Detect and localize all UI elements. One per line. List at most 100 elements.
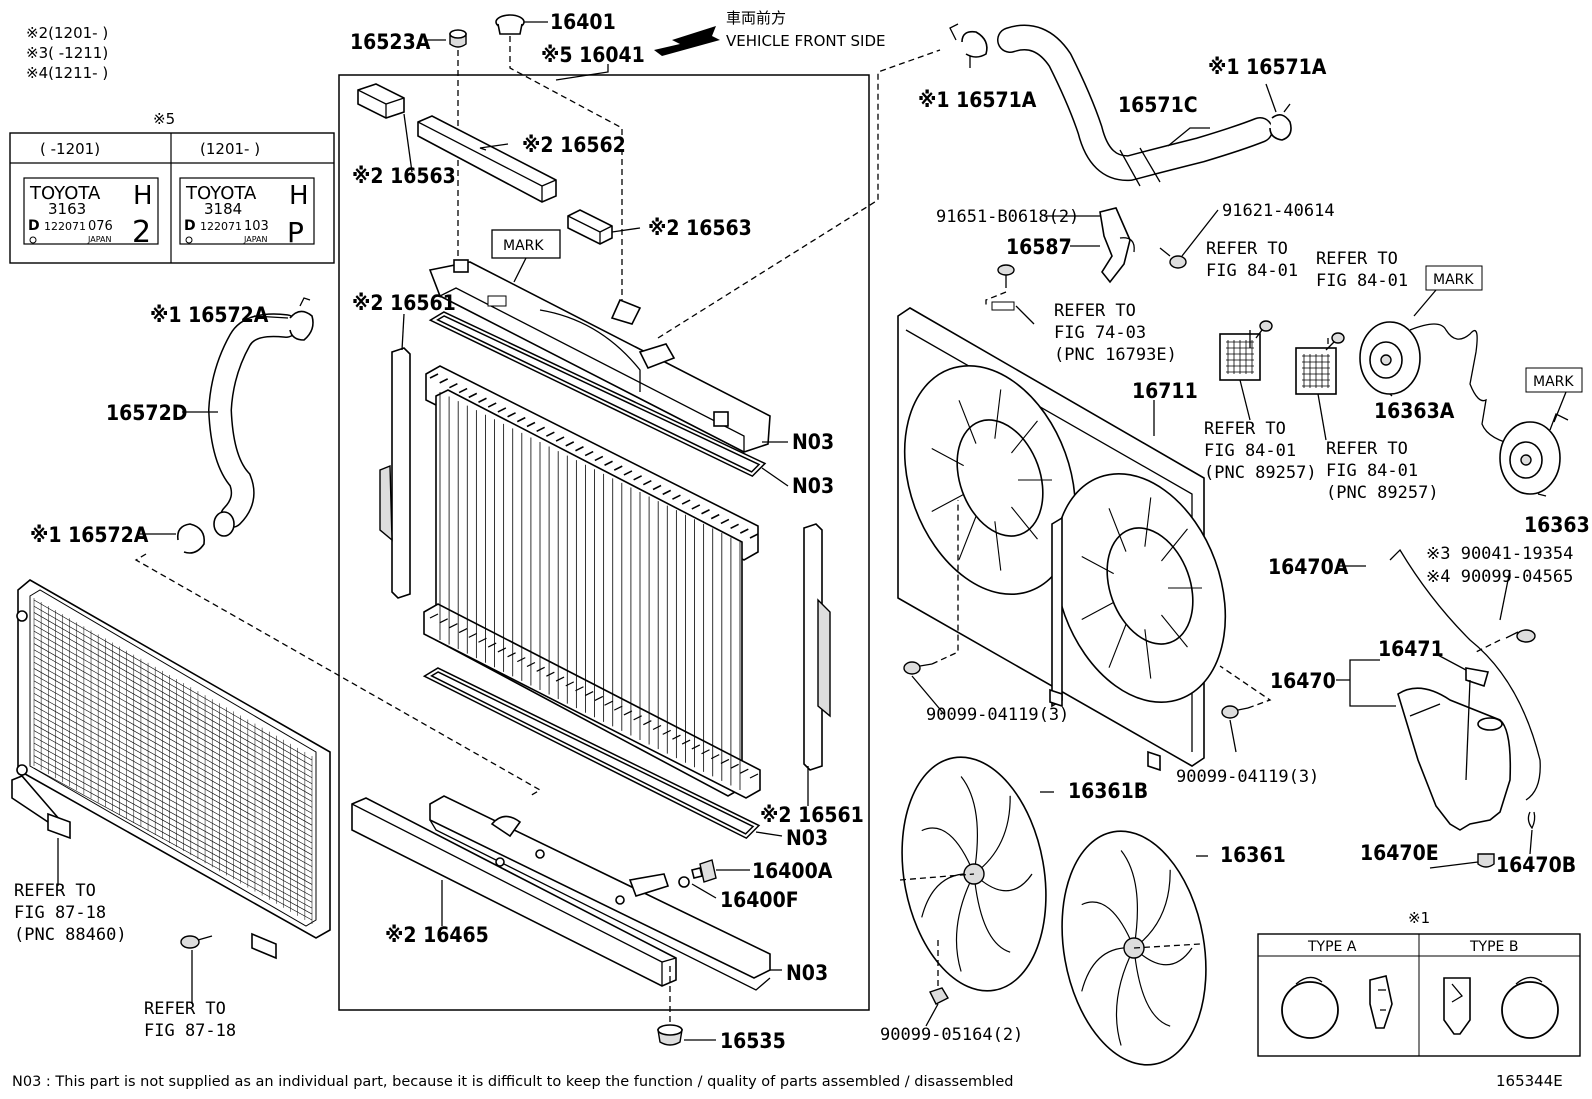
clamp-table-title: ※1 (1408, 909, 1430, 927)
part-label-16563-a: ※2 16563 (352, 164, 456, 188)
lower-tank (429, 795, 771, 991)
label-suffix-2: 103 (244, 219, 269, 234)
svg-text:REFER TO: REFER TO (1206, 239, 1288, 259)
part-label-16572D: 16572D (106, 401, 187, 425)
bolt-condenser (180, 935, 213, 949)
plug-16523A (449, 29, 467, 48)
svg-text:REFER TO: REFER TO (1204, 419, 1286, 439)
part-label-n03-d: N03 (786, 961, 828, 985)
part-label-16562: ※2 16562 (522, 133, 626, 157)
leader-lines (57, 21, 1547, 1041)
clamp-16571A-left (949, 23, 988, 58)
bolt-91621 (1159, 247, 1187, 269)
part-label-16535: 16535 (720, 1029, 786, 1053)
header-note-3: ※3( -1211) (26, 44, 108, 62)
label-suffix-1: 076 (88, 219, 113, 234)
refer-blocks: REFER TO FIG 74-03 (PNC 16793E) REFER TO… (14, 239, 1439, 1041)
ref-label-90099-04119-a: 90099-04119(3) (926, 705, 1069, 725)
svg-text:FIG 74-03: FIG 74-03 (1054, 323, 1146, 343)
part-label-16561-a: ※2 16561 (352, 291, 456, 315)
direction-jp: 車両前方 (726, 9, 786, 27)
part-label-16571A-a: ※1 16571A (918, 88, 1037, 112)
part-label-16400A: 16400A (752, 859, 833, 883)
clamp-16572A-lower (176, 523, 206, 554)
radiator-core (423, 365, 761, 799)
mark-tag-motor-a: MARK (1433, 272, 1474, 288)
label-letter-top-1: H (133, 181, 153, 211)
part-label-16465: ※2 16465 (385, 923, 489, 947)
ref-label-91651: 91651-B0618(2) (936, 207, 1079, 227)
clamp-tab-icon-a (1369, 975, 1393, 1029)
part-label-16572A-b: ※1 16572A (30, 523, 149, 547)
refer-fig-84-01-c: REFER TO FIG 84-01 (PNC 89257) (1204, 419, 1317, 483)
label-brand-2: TOYOTA (185, 183, 257, 204)
part-label-16470E: 16470E (1360, 841, 1439, 865)
part-label-16587: 16587 (1006, 235, 1072, 259)
part-label-16361: 16361 (1220, 843, 1286, 867)
svg-text:(PNC 88460): (PNC 88460) (14, 925, 127, 945)
part-label-16561-b: ※2 16561 (760, 803, 864, 827)
part-labels: 16523A 16401 ※5 16041 ※2 16562 ※2 16563 … (30, 10, 1590, 1053)
header-notes: ※2(1201- ) ※3( -1211) ※4(1211- ) (26, 24, 108, 82)
clamp-types-table: ※1 TYPE A TYPE B (1257, 909, 1581, 1057)
part-label-16523A: 16523A (350, 30, 431, 54)
fan-shroud-16711 (897, 307, 1227, 772)
nut-90099-05164 (929, 987, 949, 1005)
label-code-1: 3163 (48, 200, 86, 218)
direction-en: VEHICLE FRONT SIDE (726, 32, 886, 50)
radiator-assembly-frame (338, 74, 870, 1011)
hose-end-16470B (1527, 811, 1536, 830)
d-mark-icon: D (184, 218, 196, 234)
svg-text:REFER TO: REFER TO (144, 999, 226, 1019)
cap-16470E (1477, 853, 1495, 868)
header-note-2: ※2(1201- ) (26, 24, 108, 42)
drain-cock-16400A (691, 859, 717, 883)
bolt-shroud-left (903, 661, 933, 675)
part-label-16401: 16401 (550, 10, 616, 34)
refer-fig-84-01-d: REFER TO FIG 84-01 (PNC 89257) (1326, 439, 1439, 503)
part-label-16470: 16470 (1270, 669, 1336, 693)
fan-motor-16363 (1499, 413, 1569, 495)
svg-text:FIG 84-01: FIG 84-01 (1326, 461, 1418, 481)
ref-label-90099-04565: ※4 90099-04565 (1426, 567, 1573, 587)
label-code-2: 3184 (204, 200, 242, 218)
part-label-n03-b: N03 (792, 474, 834, 498)
label-origin-2: JAPAN (243, 235, 267, 244)
clamp-ring-icon-a (1281, 976, 1339, 1039)
label-serial-2: 122071 (200, 220, 242, 233)
clamp-type-b-label: TYPE B (1469, 939, 1518, 955)
clamp-tab-icon-b (1443, 977, 1471, 1035)
o-ring-16400F (678, 876, 690, 888)
d-mark-icon: D (28, 218, 40, 234)
refer-fig-87-18-b: REFER TO FIG 87-18 (144, 999, 236, 1041)
svg-text:FIG 84-01: FIG 84-01 (1206, 261, 1298, 281)
svg-text:REFER TO: REFER TO (14, 881, 96, 901)
refer-fig-74-03: REFER TO FIG 74-03 (PNC 16793E) (1054, 301, 1177, 365)
ref-label-90041: ※3 90041-19354 (1426, 544, 1573, 564)
svg-text:(PNC 89257): (PNC 89257) (1204, 463, 1317, 483)
part-label-16470A: 16470A (1268, 555, 1349, 579)
svg-text:REFER TO: REFER TO (1054, 301, 1136, 321)
mark-tag-radiator: MARK (503, 238, 544, 254)
label-origin-1: JAPAN (87, 235, 111, 244)
part-label-16563-b: ※2 16563 (648, 216, 752, 240)
clamp-16572A-upper (289, 297, 314, 341)
screw-resistor-left (1255, 320, 1273, 339)
part-label-n03-a: N03 (792, 430, 834, 454)
footer-note: N03 : This part is not supplied as an in… (12, 1074, 1013, 1090)
seal-16562 (417, 115, 557, 203)
part-label-16711: 16711 (1132, 379, 1198, 403)
condenser (11, 579, 331, 960)
part-label-16571A-b: ※1 16571A (1208, 55, 1327, 79)
part-label-16363A: 16363A (1374, 399, 1455, 423)
part-label-16470B: 16470B (1496, 853, 1576, 877)
ref-label-90099-05164: 90099-05164(2) (880, 1025, 1023, 1045)
svg-text:(PNC 89257): (PNC 89257) (1326, 483, 1439, 503)
label-table: ※5 ( -1201) (1201- ) TOYOTA 3163 H D 122… (9, 110, 335, 264)
svg-text:FIG 84-01: FIG 84-01 (1204, 441, 1296, 461)
header-note-4: ※4(1211- ) (26, 64, 108, 82)
fan-resistor-right (1295, 347, 1337, 395)
svg-text:FIG 84-01: FIG 84-01 (1316, 271, 1408, 291)
refer-fig-84-01-b: REFER TO FIG 84-01 (1316, 249, 1408, 291)
